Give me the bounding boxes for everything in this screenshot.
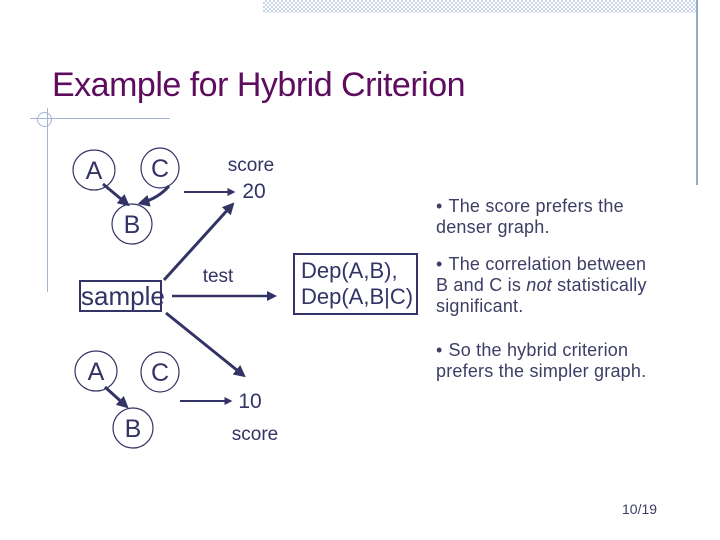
dense-node-c-circle	[140, 147, 180, 189]
sparse-score-label: score	[232, 424, 278, 445]
dense-arrow-c-to-b	[137, 184, 171, 207]
dep-box: Dep(A,B), Dep(A,B|C)	[293, 253, 418, 315]
right-accent-line	[696, 0, 698, 185]
bullet-3-text: So the hybrid criterion prefers the simp…	[436, 340, 647, 381]
sparse-node-a-label: A	[88, 358, 105, 386]
dep-box-line1: Dep(A,B),	[301, 258, 398, 283]
dense-node-b-circle	[111, 203, 153, 245]
sparse-node-c-circle	[140, 351, 180, 393]
bullet-icon: •	[436, 254, 443, 274]
dense-node-a-circle	[72, 149, 116, 191]
dense-node-c-label: C	[151, 155, 169, 183]
dense-score-label: score	[228, 155, 274, 176]
sparse-score-value: 10	[238, 390, 261, 413]
sample-box: sample	[79, 280, 165, 312]
top-checker-band	[263, 0, 697, 13]
sample-box-label: sample	[81, 281, 165, 311]
arrow-sample-to-score	[162, 202, 235, 282]
corner-ornament-icon	[37, 112, 52, 127]
page-title: Example for Hybrid Criterion	[52, 66, 466, 104]
sparse-graph	[74, 350, 180, 449]
sparse-node-b-circle	[112, 407, 154, 449]
bullet-icon: •	[436, 196, 443, 216]
bullet-item-2: •The correlation between B and C is not …	[436, 254, 658, 317]
dense-arrow-a-to-b	[102, 182, 130, 207]
page-number: 10/19	[622, 501, 658, 517]
arrow-sample-to-sparse-score	[165, 311, 246, 378]
dense-node-b-label: B	[124, 211, 141, 239]
sparse-node-b-label: B	[125, 415, 142, 443]
bullet-item-1: •The score prefers the denser graph.	[436, 196, 658, 238]
sparse-node-c-label: C	[151, 359, 169, 387]
bullet-1-text: The score prefers the denser graph.	[436, 196, 624, 237]
bullet-icon: •	[436, 340, 443, 360]
sparse-arrow-a-to-b	[103, 385, 129, 409]
test-label: test	[203, 266, 234, 287]
bullet-2-emphasis: not	[526, 275, 552, 295]
dense-graph	[72, 147, 180, 245]
left-accent-line	[47, 108, 48, 292]
dep-box-line2: Dep(A,B|C)	[301, 284, 414, 309]
dense-node-a-label: A	[86, 157, 103, 185]
sparse-node-a-circle	[74, 350, 118, 392]
dense-score-value: 20	[242, 180, 265, 203]
bullet-2-text-after: statistically significant.	[436, 275, 647, 316]
bullet-2-text-before: The correlation between B and C is	[436, 254, 647, 295]
bullet-item-3: •So the hybrid criterion prefers the sim…	[436, 340, 658, 382]
title-underline	[30, 118, 170, 119]
